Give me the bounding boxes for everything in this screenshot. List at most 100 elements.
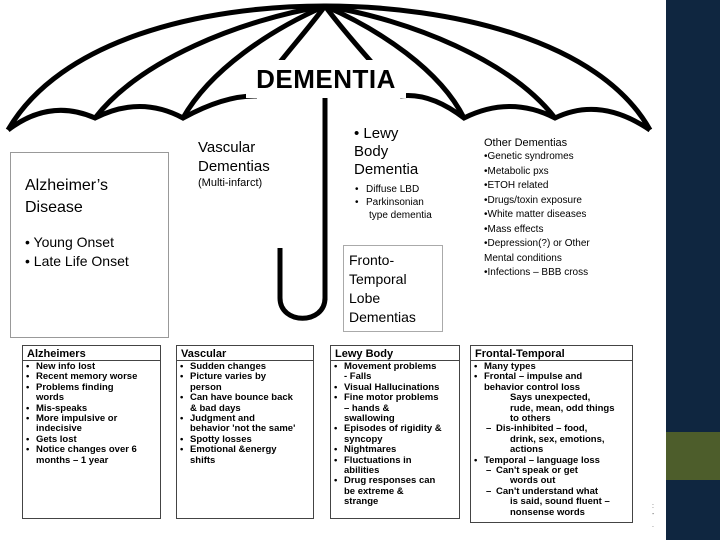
table-row-text: Frontal – impulse and <box>484 371 583 383</box>
bullet <box>500 404 510 414</box>
table-row-text: Many types <box>484 361 536 372</box>
table-row-text: abilities <box>344 465 380 477</box>
bullet: • <box>180 413 184 425</box>
table-header: Frontal-Temporal <box>471 346 632 361</box>
bullet <box>180 456 190 466</box>
bullet: • <box>334 475 338 487</box>
frontotemporal-table: Frontal-Temporal • Many types • Frontal – i… <box>470 345 633 523</box>
alzheimers-title: Alzheimer’s Disease <box>11 153 168 219</box>
table-row: –Dis-inhibited – food, <box>474 423 632 435</box>
bullet: • <box>180 361 184 372</box>
table-row: •Nightmares <box>334 444 459 456</box>
umbrella-rib <box>323 3 467 120</box>
table-row: –Can't understand what <box>474 485 632 497</box>
bullet <box>500 393 510 403</box>
bullet: • <box>474 361 478 372</box>
table-row-text: Emotional &energy <box>190 444 277 456</box>
table-row-text: Visual Hallucinations <box>344 381 440 393</box>
umbrella-rib <box>93 3 326 120</box>
umbrella-graphic <box>5 3 653 321</box>
bullet <box>334 497 344 507</box>
table-row-text: words out <box>510 475 556 487</box>
table-row-text: Can't understand what <box>496 485 599 497</box>
table-row: •Recent memory worse <box>26 371 160 383</box>
table-row: indecisive <box>26 423 160 435</box>
table-row: •Fluctuations in <box>334 454 459 466</box>
table-row: swallowing <box>334 413 459 424</box>
table-row: •Visual Hallucinations <box>334 381 459 393</box>
table-header: Vascular <box>177 346 313 361</box>
umbrella-handle <box>277 248 328 321</box>
table-row: – hands & <box>334 402 459 414</box>
list-item: •Depression(?) or Other <box>484 238 590 249</box>
table-row: shifts <box>180 455 313 466</box>
table-row: • Problems finding <box>26 381 160 393</box>
bullet: • <box>355 197 359 208</box>
table-row-text: Fluctuations in <box>344 454 412 466</box>
bullet: • <box>355 184 359 195</box>
table-row-text: Temporal – language loss <box>484 454 600 466</box>
table-row-text: behavior 'not the same' <box>190 423 296 435</box>
table-row-text: drink, sex, emotions, <box>510 433 605 445</box>
table-row: actions <box>474 444 632 456</box>
bullet: • <box>26 371 30 383</box>
bullet <box>334 487 344 497</box>
table-row-text: - Falls <box>344 371 372 383</box>
vascular-subtitle: (Multi-infarct) <box>198 177 263 189</box>
ft-title-line: Fronto- <box>349 252 395 268</box>
alzheimers-title-line: Alzheimer’s <box>25 177 108 194</box>
table-row: •More impulsive or <box>26 413 160 425</box>
bullet: • <box>334 444 338 456</box>
bullet: • <box>26 381 30 393</box>
table-row: • Frontal – impulse and <box>474 371 632 383</box>
table-row: behavior 'not the same' <box>180 423 313 435</box>
table-row: •Mis-speaks <box>26 402 160 414</box>
table-row-text: indecisive <box>36 423 82 435</box>
table-row-text: Says unexpected, <box>510 392 591 404</box>
table-row: abilities <box>334 465 459 477</box>
table-row-text: – hands & <box>344 402 390 414</box>
table-row-text: Dis-inhibited – food, <box>496 423 588 435</box>
table-row: •Judgment and <box>180 413 313 425</box>
table-row-text: Can have bounce back <box>190 392 293 404</box>
bullet: – <box>486 485 492 497</box>
bullet: • <box>26 361 30 372</box>
alzheimers-table: Alzheimers •New info lost•Recent memory … <box>22 345 161 519</box>
ft-title-line: Temporal <box>349 271 407 287</box>
table-row: is said, sound fluent – <box>474 496 632 507</box>
table-row-text: More impulsive or <box>36 413 118 425</box>
table-row: •New info lost <box>26 361 160 372</box>
ft-title-line: Lobe <box>349 290 381 306</box>
bullet: • <box>180 392 184 404</box>
bullet <box>500 435 510 445</box>
table-row: words out <box>474 475 632 487</box>
alzheimers-box: Alzheimer’s Disease • Young Onset • Late… <box>10 152 169 338</box>
table-row-text: actions <box>510 444 544 456</box>
frontotemporal-box: Fronto- Temporal Lobe Dementias <box>343 245 443 332</box>
bullet: • <box>474 454 478 466</box>
bullet: – <box>486 465 492 477</box>
table-row-text: Sudden changes <box>190 361 267 372</box>
table-row: rude, mean, odd things <box>474 402 632 414</box>
table-row-text: Can't speak or get <box>496 465 578 477</box>
bullet <box>500 497 510 507</box>
bullet: • <box>26 433 30 445</box>
table-row: •Episodes of rigidity & <box>334 424 459 435</box>
table-row: Says unexpected, <box>474 392 632 404</box>
table-row: •Spotty losses <box>180 434 313 445</box>
table-row: –Can't speak or get <box>474 465 632 477</box>
table-row: - Falls <box>334 371 459 383</box>
table-row-text: rude, mean, odd things <box>510 402 615 414</box>
table-row-text: Problems finding <box>36 381 114 393</box>
list-item: • Diffuse LBD <box>355 183 455 196</box>
bullet: • <box>334 392 338 404</box>
table-row: to others <box>474 413 632 425</box>
table-row-text: to others <box>510 413 551 425</box>
list-item-text: Diffuse LBD <box>366 184 420 195</box>
table-row-text: Mis-speaks <box>36 402 88 414</box>
bullet: • <box>474 371 478 383</box>
table-row-text: & bad days <box>190 402 241 414</box>
